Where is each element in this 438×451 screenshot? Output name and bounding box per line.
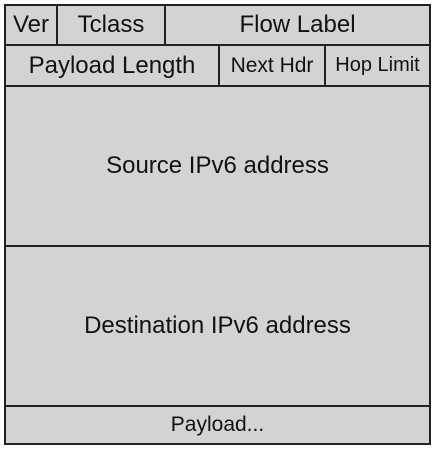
hop-limit-label: Hop Limit xyxy=(335,54,420,76)
flow-label-label: Flow Label xyxy=(239,11,356,38)
next-header-label: Next Hdr xyxy=(230,53,314,77)
source-address-field: Source IPv6 address xyxy=(6,87,429,247)
payload-label: Payload... xyxy=(170,413,265,436)
hop-limit-field: Hop Limit xyxy=(326,46,429,87)
payload-field: Payload... xyxy=(6,407,429,443)
ipv6-header-diagram: Ver Tclass Flow Label Payload Length Nex… xyxy=(4,4,431,445)
version-label: Ver xyxy=(12,11,50,38)
traffic-class-field: Tclass xyxy=(58,6,166,46)
destination-address-field: Destination IPv6 address xyxy=(6,247,429,407)
destination-address-label: Destination IPv6 address xyxy=(84,312,351,339)
payload-length-field: Payload Length xyxy=(6,46,220,87)
version-field: Ver xyxy=(6,6,58,46)
traffic-class-label: Tclass xyxy=(77,11,145,38)
flow-label-field: Flow Label xyxy=(166,6,429,46)
next-header-field: Next Hdr xyxy=(220,46,326,87)
source-address-label: Source IPv6 address xyxy=(106,152,329,179)
payload-length-label: Payload Length xyxy=(28,51,196,79)
